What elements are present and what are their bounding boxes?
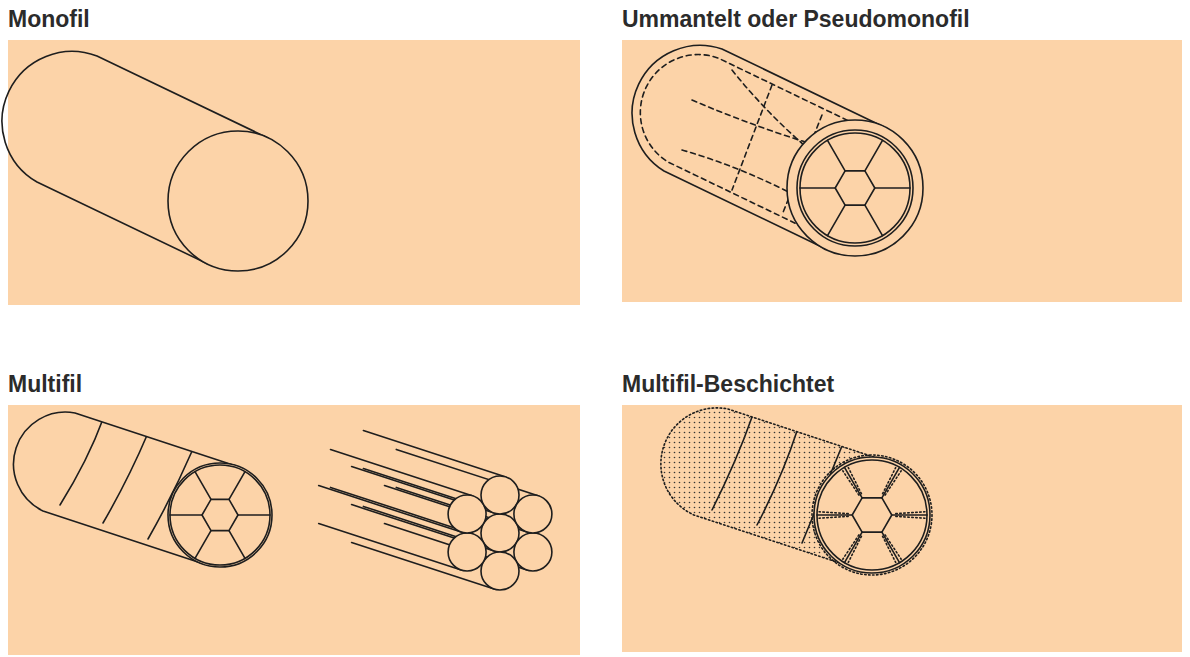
illustration-panel: Ummantelt oder Pseudomonofil [622,40,1182,302]
panel-heading: Ummantelt oder Pseudomonofil [622,5,1182,33]
panel-heading: Monofil [8,5,580,33]
panel-heading: Multifil [8,370,580,398]
coated-multifil-illustration [622,405,1182,652]
illustration-panel: Multifil-Beschichtet [622,405,1182,652]
monofil-illustration [8,40,580,305]
pseudomonofil-illustration [622,40,1182,302]
illustration-panel: Multifil [8,405,580,655]
illustration-panel: Monofil [8,40,580,305]
multifil-illustration [8,405,580,655]
panel-heading: Multifil-Beschichtet [622,370,1182,398]
